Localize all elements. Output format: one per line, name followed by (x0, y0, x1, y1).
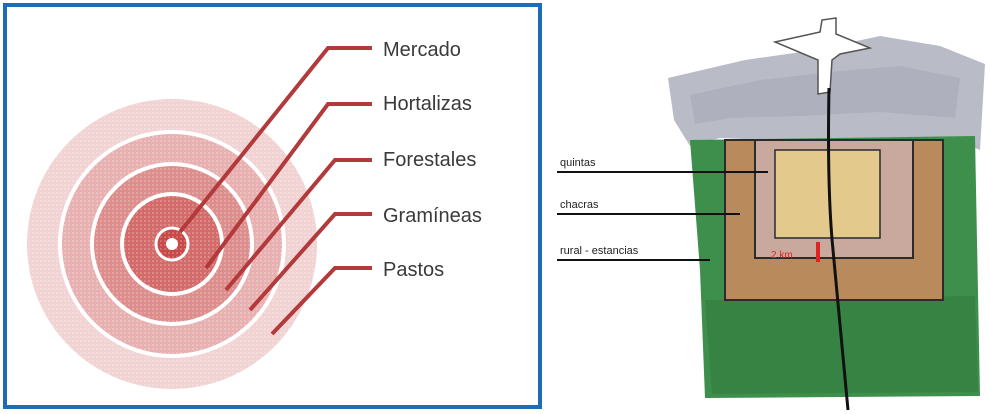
leader-forestales (224, 158, 372, 292)
leader-gramineas (248, 212, 372, 312)
zone-rings (27, 99, 317, 389)
zone-labels: Mercado Hortalizas Forestales Gramíneas … (383, 39, 482, 281)
leader-hortalizas (204, 102, 372, 270)
zone-label-hortalizas: Hortalizas (383, 93, 472, 115)
sketch-leaders (557, 171, 768, 261)
sky-shade (690, 66, 960, 124)
road-marker-white (772, 17, 873, 95)
label-quintas: quintas (560, 157, 596, 169)
distance-label: 2 km (771, 250, 793, 261)
leader-pastos (270, 266, 372, 336)
concentric-zones-diagram: Mercado Hortalizas Forestales Gramíneas … (3, 3, 542, 409)
main-road (826, 87, 850, 411)
zone-label-mercado: Mercado (383, 39, 461, 61)
zone-label-pastos: Pastos (383, 259, 444, 281)
zone-label-gramineas: Gramíneas (383, 205, 482, 227)
leader-lines (178, 46, 372, 336)
zone-label-forestales: Forestales (383, 149, 476, 171)
label-chacras: chacras (560, 199, 599, 211)
leader-mercado (178, 46, 372, 234)
label-rural-estancias: rural - estancias (560, 245, 639, 257)
market-center (166, 238, 178, 250)
town-sketch: 2 km quintas chacras rural - estancias (557, 17, 985, 411)
